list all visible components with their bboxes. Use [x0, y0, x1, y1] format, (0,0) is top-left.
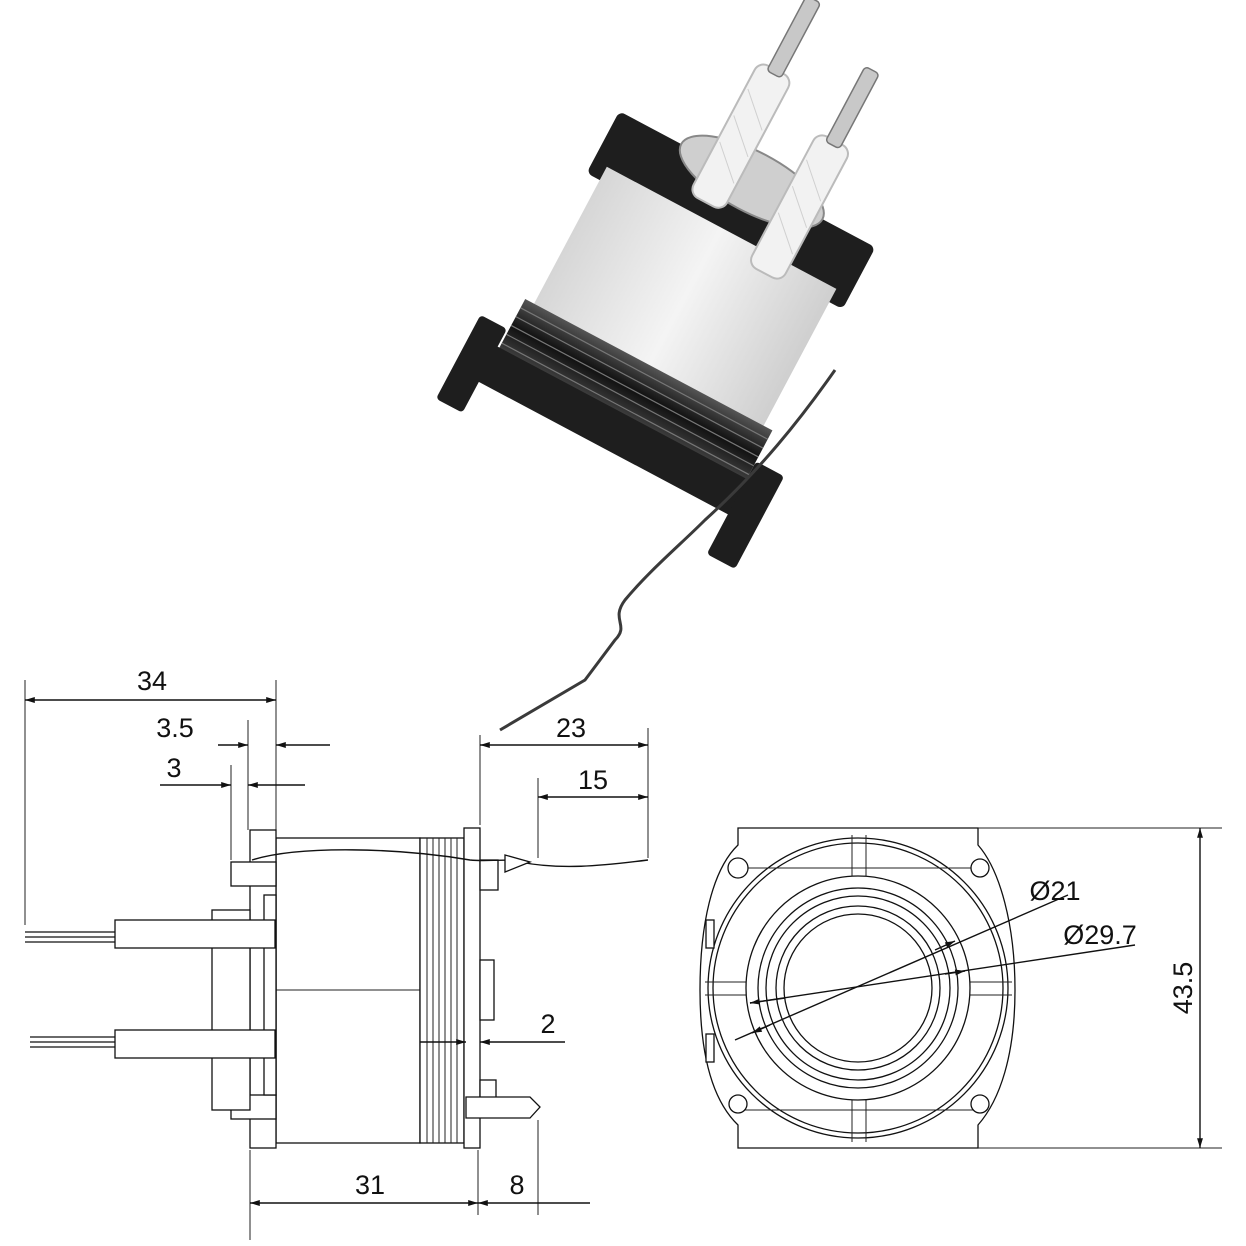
dim-8: 8 [509, 1170, 524, 1200]
dim-34: 34 [137, 666, 167, 696]
dim-31: 31 [355, 1170, 385, 1200]
side-terminal-top [114, 919, 276, 949]
lead-wire [499, 369, 837, 732]
side-lead-wire [251, 849, 649, 868]
front-flange [469, 342, 759, 520]
front-view: Ø21 Ø29.7 43.5 [699, 827, 1222, 1149]
dim-dia-21: Ø21 [1029, 876, 1080, 906]
coil-body [517, 166, 837, 457]
dim-3: 3 [166, 753, 181, 783]
terminal-left [767, 0, 821, 78]
dim-43-5: 43.5 [1168, 962, 1198, 1015]
side-pin [465, 1096, 541, 1119]
dim-23: 23 [556, 713, 586, 743]
dim-2: 2 [540, 1009, 555, 1039]
dim-15: 15 [578, 765, 608, 795]
clip-left [437, 316, 506, 412]
side-view: 34 3.5 3 23 15 2 31 8 [24, 666, 649, 1240]
product-photo [437, 0, 879, 732]
clip-right [708, 462, 783, 568]
terminal-right [825, 67, 879, 149]
side-terminal-bottom [114, 1029, 276, 1059]
rear-flange [588, 113, 874, 308]
dim-dia-29-7: Ø29.7 [1063, 920, 1137, 950]
dim-3-5: 3.5 [156, 713, 194, 743]
